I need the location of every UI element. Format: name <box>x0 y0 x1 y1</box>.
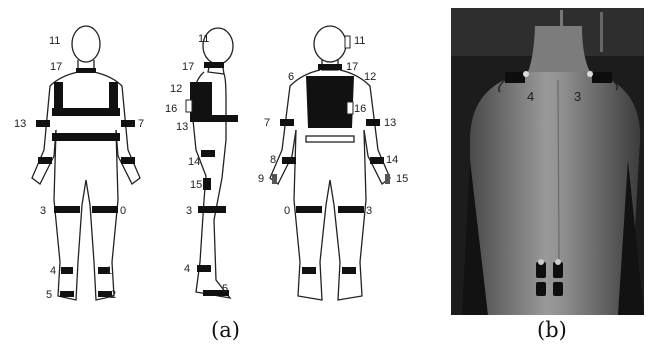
front-label-4: 4 <box>50 265 56 277</box>
back-label-3: 3 <box>366 205 372 217</box>
back-label-14: 14 <box>386 154 398 166</box>
back-label-15: 15 <box>396 173 408 185</box>
front-label-3: 3 <box>40 205 46 217</box>
front-label-5: 5 <box>46 289 52 301</box>
front-label-2: 2 <box>110 289 116 301</box>
front-label-17: 17 <box>50 61 62 73</box>
back-label-7: 7 <box>264 117 270 129</box>
side-label-16: 16 <box>165 103 177 115</box>
side-sensor-16 <box>186 100 192 112</box>
back-belt <box>306 136 354 142</box>
side-label-4: 4 <box>184 263 190 275</box>
back-sensor-16 <box>347 102 353 114</box>
side-label-15: 15 <box>190 179 202 191</box>
side-label-17: 17 <box>182 61 194 73</box>
caption-panel-a: (a) <box>211 318 240 342</box>
side-label-5: 5 <box>222 283 228 295</box>
back-label-9: 9 <box>258 173 264 185</box>
back-sensor-11 <box>345 36 350 48</box>
back-label-16: 16 <box>354 103 366 115</box>
side-label-11: 11 <box>198 33 209 45</box>
front-label-0: 0 <box>120 205 126 217</box>
back-sensor-15 <box>385 174 390 184</box>
back-photo: 4 3 <box>451 8 644 315</box>
back-label-0: 0 <box>284 205 290 217</box>
front-label-1: 1 <box>106 265 112 277</box>
photo-label-4: 4 <box>527 89 534 104</box>
front-label-7: 7 <box>138 118 144 130</box>
side-label-3: 3 <box>186 205 192 217</box>
front-label-11: 11 <box>49 35 60 47</box>
photo-label-3: 3 <box>574 89 581 104</box>
back-label-13: 13 <box>384 117 396 129</box>
back-label-11: 11 <box>354 35 365 47</box>
back-label-6: 6 <box>288 71 294 83</box>
front-label-13: 13 <box>14 118 26 130</box>
side-label-13: 13 <box>176 121 188 133</box>
back-label-17: 17 <box>346 61 358 73</box>
caption-panel-b: (b) <box>537 318 567 342</box>
back-sensor-9 <box>272 174 277 184</box>
back-label-8: 8 <box>270 154 276 166</box>
back-label-12: 12 <box>364 71 376 83</box>
side-sensor-labels: 11 17 12 16 13 14 15 3 4 5 <box>165 33 228 295</box>
side-label-14: 14 <box>188 156 200 168</box>
back-sensors <box>280 64 384 274</box>
side-label-12: 12 <box>170 83 182 95</box>
